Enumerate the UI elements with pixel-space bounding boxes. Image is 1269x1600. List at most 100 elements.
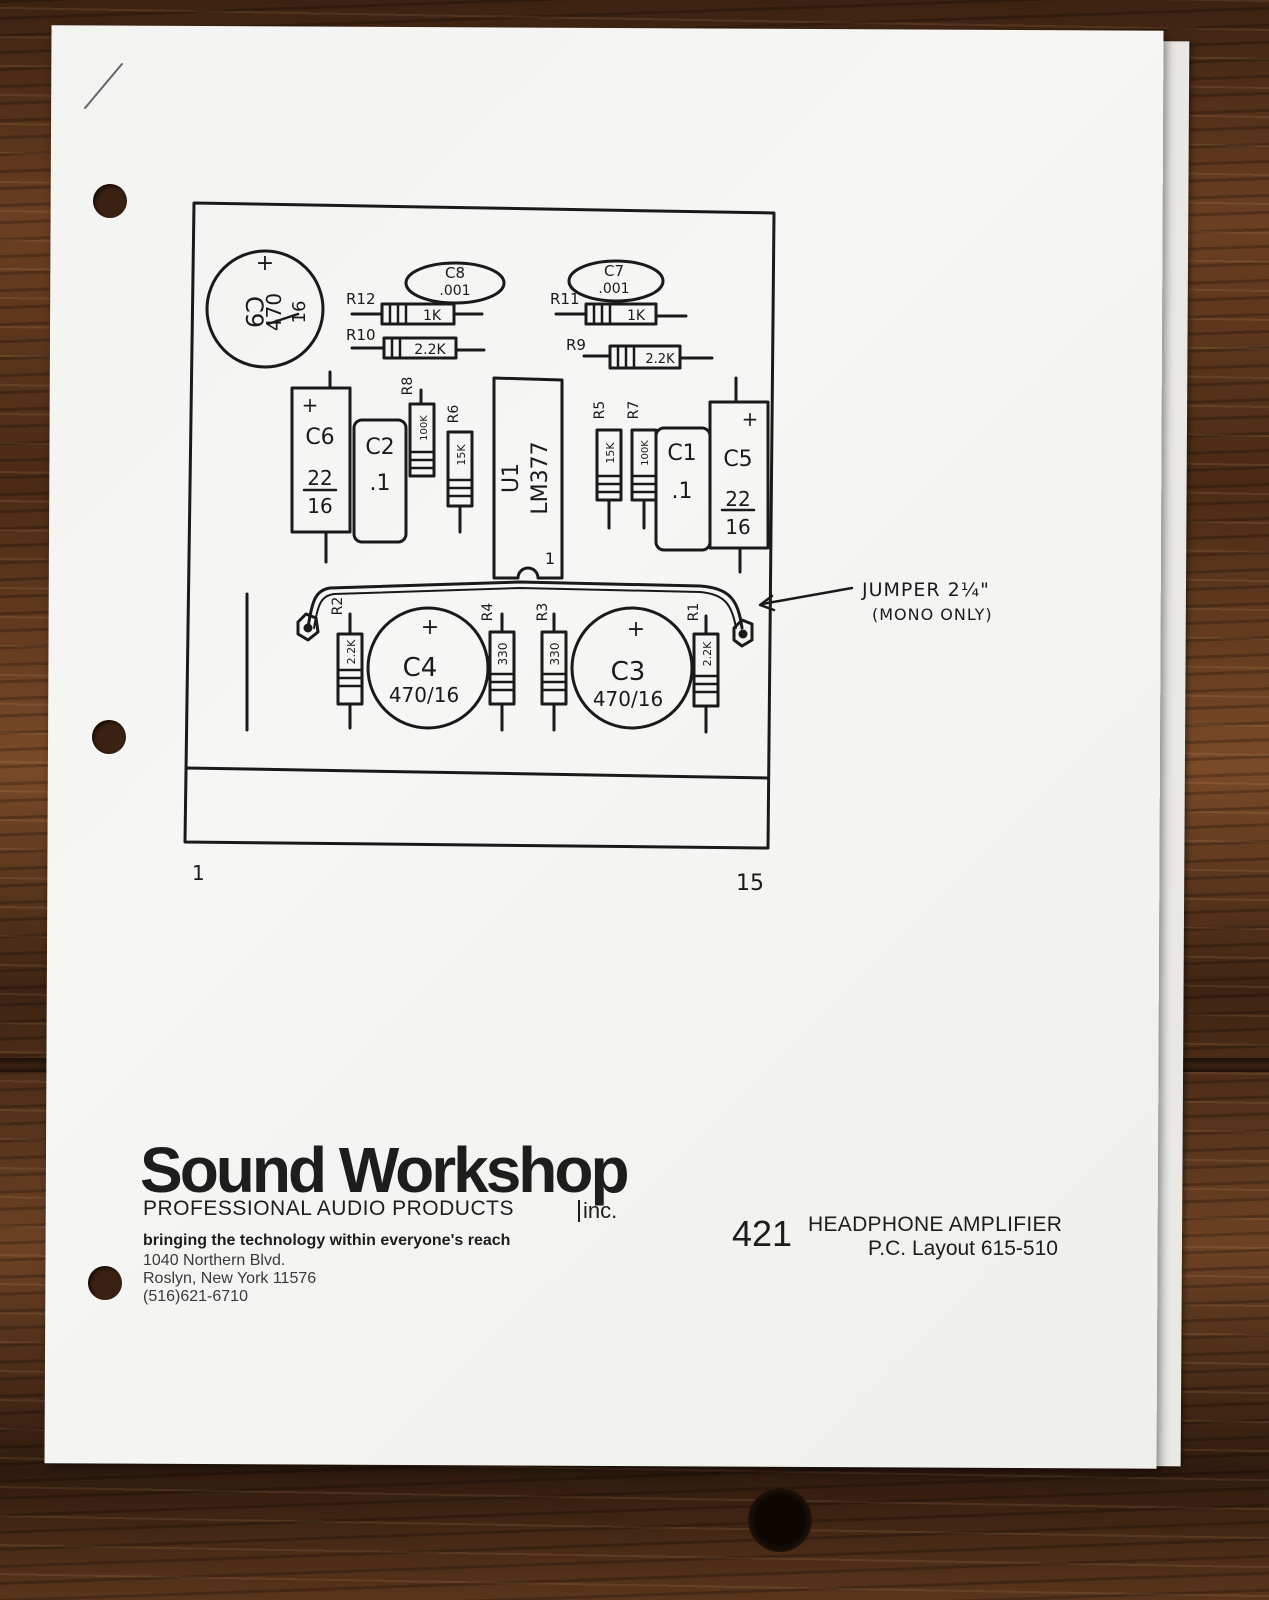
r5-ref: R5 [592, 401, 608, 420]
jumper-note-line2: (MONO ONLY) [872, 605, 993, 624]
c7-ref: C7 [604, 262, 624, 280]
r8-ref: R8 [400, 377, 416, 396]
product-title: HEADPHONE AMPLIFIER [808, 1213, 1063, 1236]
r9-body [608, 344, 682, 370]
c2-body [352, 418, 408, 544]
c9-value: 470 [262, 293, 286, 331]
jumper-wire [306, 580, 744, 630]
c1-ref: C1 [667, 441, 696, 466]
c9-outline [205, 249, 325, 369]
r3-value: 330 [548, 643, 562, 666]
r7-bands [630, 474, 658, 494]
c6-value: 22 [307, 466, 332, 490]
r7-ref: R7 [626, 401, 642, 420]
u1-pin-1: 1 [545, 549, 555, 568]
r4-bands [488, 672, 516, 692]
brand-tagline: bringing the technology within everyone'… [143, 1232, 511, 1249]
board-outline [183, 201, 776, 850]
r8-body [408, 402, 436, 478]
pen-mark [84, 63, 123, 109]
jumper-callout-line [760, 586, 854, 606]
jumper-pad-left [296, 612, 320, 642]
r3-ref: R3 [535, 603, 551, 622]
r12-bands [388, 302, 408, 326]
c9-voltage: 16 [289, 301, 310, 324]
r10-bands [390, 336, 402, 360]
jumper-wire-inner [313, 587, 737, 629]
c3-ref: C3 [611, 657, 646, 687]
c8-value: .001 [439, 283, 470, 299]
c6-polarity: + [302, 393, 319, 417]
r10-value: 2.2K [414, 342, 446, 358]
brand-logo-text: Sound Workshop [140, 1134, 630, 1206]
edge-pin-first: 1 [192, 861, 205, 885]
u1-part: LM377 [528, 441, 553, 514]
address-phone: (516)621-6710 [143, 1288, 248, 1305]
r12-value: 1K [423, 308, 442, 324]
r8-value: 100K [419, 415, 430, 441]
u1-body [492, 376, 564, 580]
punch-hole-top [93, 184, 127, 218]
c2-ref: C2 [365, 435, 394, 460]
edge-pin-last: 15 [736, 871, 764, 896]
r4-ref: R4 [480, 603, 496, 622]
c2-value: .1 [370, 471, 391, 496]
r2-value: 2.2K [345, 639, 358, 664]
c9-polarity: + [256, 251, 274, 276]
jumper-note-line1: JUMPER 2¼" [861, 579, 990, 601]
r6-value: 15K [455, 444, 468, 466]
layout-number: P.C. Layout 615-510 [868, 1237, 1058, 1260]
r3-bands [540, 672, 568, 692]
r6-bands [446, 478, 474, 498]
r11-ref: R11 [550, 290, 580, 308]
r9-ref: R9 [566, 336, 586, 354]
brand-inc: inc. [578, 1200, 617, 1222]
u1-ref: U1 [499, 463, 524, 493]
r6-ref: R6 [446, 405, 462, 424]
r8-bands [408, 450, 436, 470]
c6-ref: C6 [305, 425, 334, 450]
c5-ref: C5 [723, 447, 752, 472]
r2-ref: R2 [330, 597, 346, 616]
punch-hole-bottom [88, 1266, 122, 1300]
c3-polarity: + [627, 617, 645, 642]
c5-polarity: + [742, 407, 759, 431]
c7-outline [567, 259, 665, 303]
c7-value: .001 [598, 281, 629, 297]
punch-hole-middle [92, 720, 126, 754]
c1-value: .1 [672, 479, 693, 504]
c4-polarity: + [421, 615, 439, 640]
r9-value: 2.2K [645, 352, 675, 367]
r10-body [382, 336, 458, 360]
wood-knot [748, 1488, 812, 1552]
r12-body [380, 302, 456, 326]
c4-outline [366, 606, 490, 730]
c5-value: 22 [725, 487, 750, 511]
r9-bands [616, 344, 636, 370]
r10-ref: R10 [346, 326, 376, 344]
r11-bands [592, 302, 612, 326]
r7-value: 100K [640, 440, 651, 466]
r2-bands [336, 668, 364, 688]
c4-ref: C4 [403, 653, 438, 683]
jumper-pad-left-hole [303, 623, 313, 633]
c6-body [290, 386, 352, 534]
c5-voltage: 16 [725, 515, 750, 539]
c4-value: 470/16 [389, 683, 459, 707]
jumper-pad-right-hole [738, 629, 748, 639]
r4-value: 330 [496, 643, 510, 666]
r11-body [584, 302, 658, 326]
c9-ref: C9 [240, 296, 268, 328]
address-city: Roslyn, New York 11576 [143, 1270, 317, 1287]
address-street: 1040 Northern Blvd. [143, 1252, 286, 1269]
c9-value-bar [266, 312, 300, 326]
r1-bands [692, 674, 720, 694]
r5-value: 15K [604, 442, 617, 464]
c6-voltage: 16 [307, 494, 332, 518]
r11-value: 1K [627, 308, 646, 324]
jumper-pad-right [732, 618, 754, 648]
c3-value: 470/16 [593, 687, 663, 711]
r12-ref: R12 [346, 290, 376, 308]
brand-subtitle: PROFESSIONAL AUDIO PRODUCTS [143, 1197, 514, 1220]
